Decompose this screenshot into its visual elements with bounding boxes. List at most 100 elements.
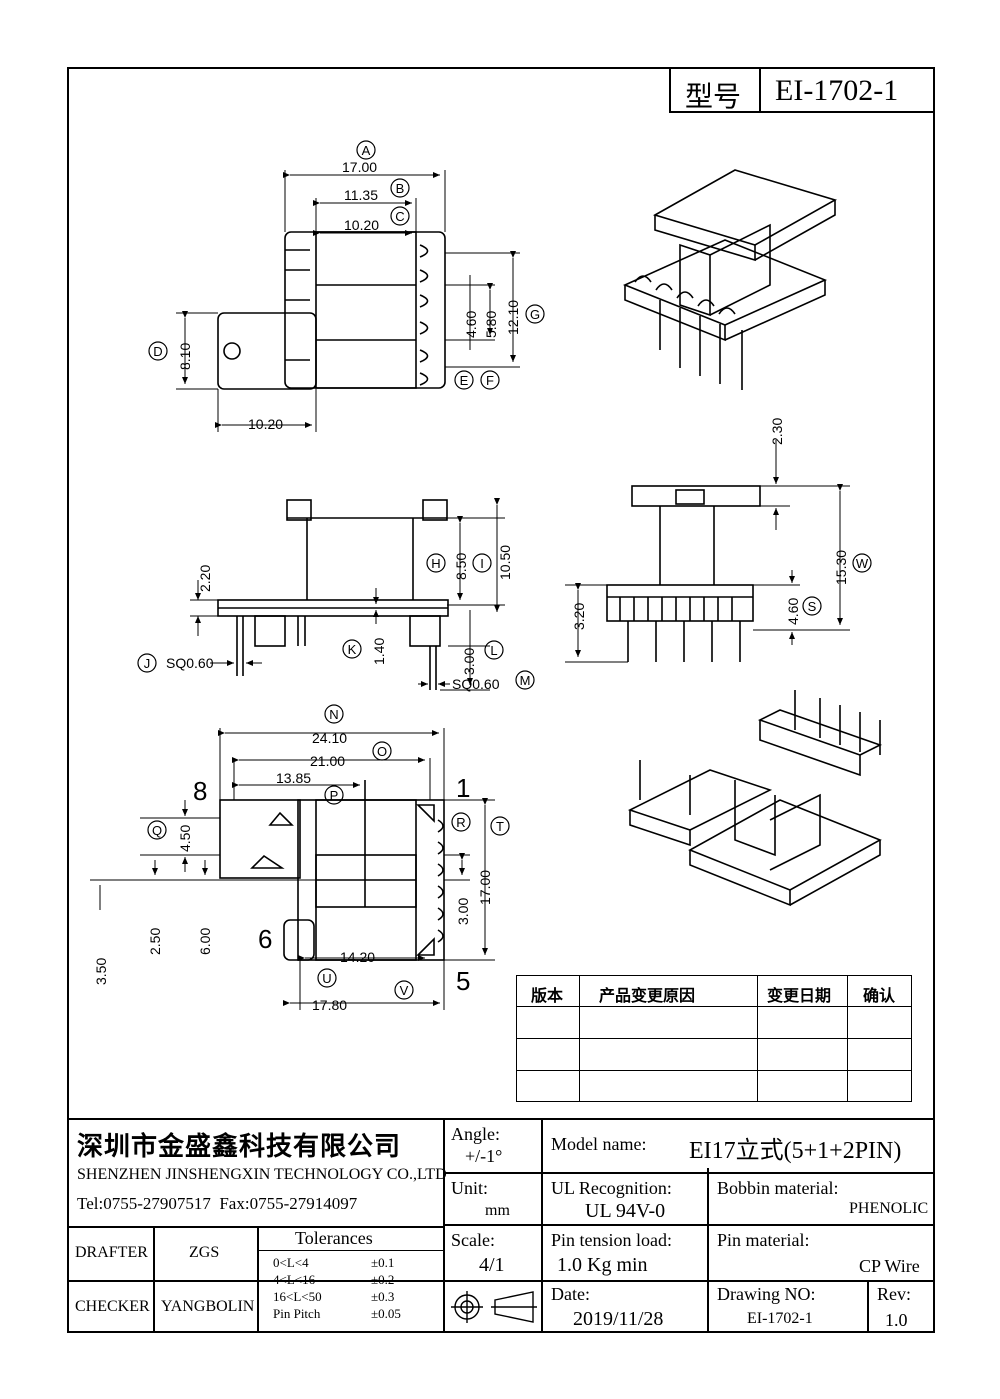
circle-label-Q: Q bbox=[152, 823, 162, 838]
scale-value: 4/1 bbox=[479, 1254, 505, 1276]
circle-label-W: W bbox=[856, 556, 869, 571]
rev-value: 1.0 bbox=[885, 1310, 908, 1330]
rev-label: Rev: bbox=[877, 1284, 911, 1304]
dim-r300: 3.00 bbox=[455, 898, 471, 925]
angle-value: +/-1° bbox=[465, 1146, 503, 1166]
tolerance-row: 4<L<16 ±0.2 bbox=[273, 1271, 441, 1288]
circle-label-D: D bbox=[153, 344, 162, 359]
dim-K: 1.40 bbox=[371, 638, 387, 665]
model-box: 型号 EI-1702-1 bbox=[669, 67, 935, 113]
tolerance-value: ±0.2 bbox=[371, 1272, 395, 1287]
unit-value: mm bbox=[485, 1202, 510, 1219]
tolerance-range: 0<L<4 bbox=[273, 1255, 309, 1270]
circle-label-L: L bbox=[490, 643, 497, 658]
bobbin-material-value: PHENOLIC bbox=[849, 1200, 929, 1217]
dim-M: SQ0.60 bbox=[452, 676, 500, 692]
tolerance-value: ±0.3 bbox=[371, 1289, 395, 1304]
tolerance-value: ±0.1 bbox=[371, 1255, 395, 1270]
iso-view-top bbox=[622, 169, 838, 390]
tolerance-range: 16<L<50 bbox=[273, 1289, 322, 1304]
checker-value: YANGBOLIN bbox=[161, 1298, 255, 1315]
dim-s320: 3.20 bbox=[571, 603, 587, 630]
circle-label-I: I bbox=[480, 556, 484, 571]
tolerance-row: 16<L<50 ±0.3 bbox=[273, 1288, 441, 1305]
circle-label-E: E bbox=[460, 373, 469, 388]
dim-I: 10.50 bbox=[497, 545, 513, 580]
dim-q600: 6.00 bbox=[197, 928, 213, 955]
model-name-label: Model name: bbox=[551, 1134, 647, 1154]
pin-tension-label: Pin tension load: bbox=[551, 1230, 672, 1250]
circle-label-T: T bbox=[496, 819, 504, 834]
circle-label-R: R bbox=[456, 815, 465, 830]
dim-O: 21.00 bbox=[310, 753, 345, 769]
dim-C: 10.20 bbox=[344, 217, 379, 233]
tolerance-list: 0<L<4 ±0.1 4<L<16 ±0.2 16<L<50 ±0.3 Pin Pit… bbox=[273, 1254, 441, 1322]
dim-g1: 4.60 bbox=[463, 311, 479, 338]
drawing-frame bbox=[67, 67, 935, 1333]
dim-J: SQ0.60 bbox=[166, 655, 214, 671]
dim-N: 24.10 bbox=[312, 730, 347, 746]
tolerances-title: Tolerances bbox=[295, 1228, 373, 1248]
dim-top230: 2.30 bbox=[769, 418, 785, 445]
dim-A: 17.00 bbox=[342, 159, 377, 175]
drafter-label: DRAFTER bbox=[75, 1244, 148, 1261]
circle-label-K: K bbox=[348, 642, 357, 657]
circle-label-M: M bbox=[520, 673, 531, 688]
angle-label: Angle: bbox=[451, 1124, 500, 1144]
dim-g2: 5.80 bbox=[483, 311, 499, 338]
drawing-no-value: EI-1702-1 bbox=[747, 1310, 813, 1327]
ul-value: UL 94V-0 bbox=[585, 1200, 666, 1222]
pin-material-label: Pin material: bbox=[717, 1230, 810, 1250]
iso-view-bottom bbox=[627, 690, 883, 907]
model-box-value: EI-1702-1 bbox=[775, 74, 899, 107]
dim-q350: 3.50 bbox=[93, 958, 109, 985]
dim-U: 14.20 bbox=[340, 949, 375, 965]
rev-header-version: 版本 bbox=[531, 986, 564, 1005]
bobbin-material-label: Bobbin material: bbox=[717, 1178, 839, 1198]
circle-label-C: C bbox=[395, 209, 404, 224]
circle-label-P: P bbox=[330, 788, 339, 803]
dim-H: 8.50 bbox=[453, 553, 469, 580]
title-block: 深圳市金盛鑫科技有限公司 SHENZHEN JINSHENGXIN TECHNO… bbox=[67, 1118, 935, 1333]
date-value: 2019/11/28 bbox=[573, 1308, 664, 1330]
pin-label-1: 1 bbox=[456, 773, 470, 803]
dim-D: 8.10 bbox=[177, 343, 193, 370]
dim-V: 17.80 bbox=[312, 997, 347, 1013]
technical-drawing: A B C D E F G H I J K L M W S N O P Q R … bbox=[90, 140, 883, 1013]
company-name-cn: 深圳市金盛鑫科技有限公司 bbox=[77, 1132, 402, 1162]
circle-label-F: F bbox=[486, 373, 494, 388]
scale-label: Scale: bbox=[451, 1230, 495, 1250]
tolerance-range: Pin Pitch bbox=[273, 1306, 321, 1321]
pin-label-5: 5 bbox=[456, 966, 470, 996]
pin-tension-value: 1.0 Kg min bbox=[557, 1254, 648, 1276]
tolerance-row: Pin Pitch ±0.05 bbox=[273, 1305, 441, 1322]
dim-S: 4.60 bbox=[785, 598, 801, 625]
tolerance-row: 0<L<4 ±0.1 bbox=[273, 1254, 441, 1271]
dim-Q: 4.50 bbox=[177, 825, 193, 852]
front-view bbox=[606, 485, 761, 662]
dim-B: 11.35 bbox=[344, 187, 378, 203]
rev-header-confirm: 确认 bbox=[863, 986, 896, 1005]
circle-label-J: J bbox=[144, 656, 151, 671]
dim-G: 12.10 bbox=[505, 300, 521, 335]
unit-label: Unit: bbox=[451, 1178, 489, 1198]
circle-label-B: B bbox=[396, 181, 405, 196]
circle-label-H: H bbox=[431, 556, 440, 571]
circle-label-U: U bbox=[322, 971, 331, 986]
date-label: Date: bbox=[551, 1284, 590, 1304]
tolerance-range: 4<L<16 bbox=[273, 1272, 316, 1287]
tolerance-value: ±0.05 bbox=[371, 1306, 401, 1321]
circle-label-O: O bbox=[377, 744, 387, 759]
checker-label: CHECKER bbox=[75, 1298, 150, 1315]
circle-label-A: A bbox=[362, 143, 371, 158]
drawing-no-label: Drawing NO: bbox=[717, 1284, 816, 1304]
side-view bbox=[217, 499, 449, 690]
rev-header-reason: 产品变更原因 bbox=[599, 986, 696, 1005]
circle-label-V: V bbox=[400, 983, 409, 998]
rev-header-date: 变更日期 bbox=[767, 986, 832, 1005]
company-name-en: SHENZHEN JINSHENGXIN TECHNOLOGY CO.,LTD bbox=[77, 1166, 447, 1183]
circle-label-S: S bbox=[808, 599, 817, 614]
company-tel-fax: Tel:0755-27907517 Fax:0755-27914097 bbox=[77, 1194, 358, 1213]
bottom-view bbox=[219, 780, 445, 961]
projection-symbol-icon bbox=[451, 1291, 537, 1323]
